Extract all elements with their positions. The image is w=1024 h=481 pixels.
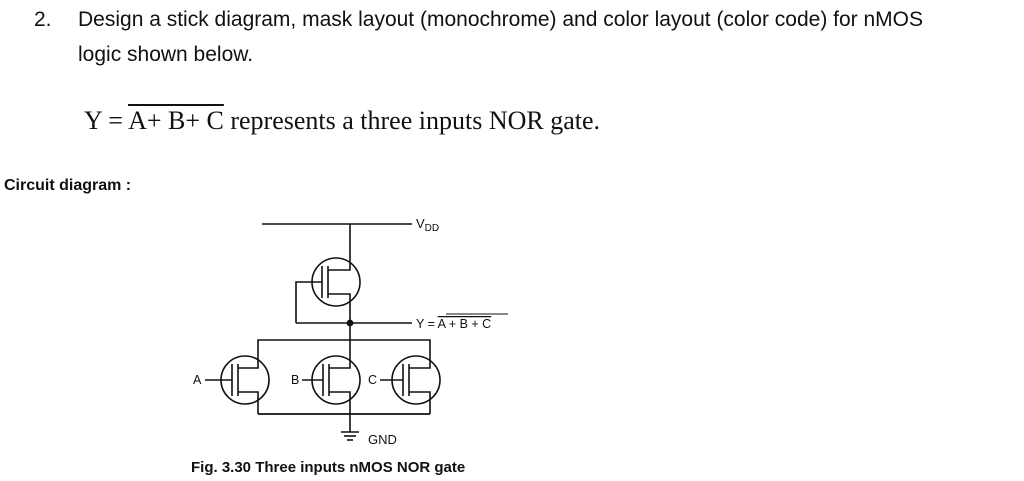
load-transistor [295, 257, 361, 323]
transistor-b [302, 340, 361, 414]
circuit-diagram-heading: Circuit diagram : [4, 177, 132, 194]
pulldown-top-bus [257, 339, 431, 358]
input-c-label: C [368, 373, 377, 387]
ground-label: GND [368, 432, 397, 447]
transistor-c [380, 355, 441, 414]
equation-overlined-expression: A+ B+ C [128, 106, 224, 135]
transistor-a [205, 355, 270, 414]
nor-equation: Y = A+ B+ C represents a three inputs NO… [84, 106, 600, 136]
input-a-label: A [193, 373, 202, 387]
input-b-label: B [291, 373, 299, 387]
question-text-line-2: logic shown below. [78, 43, 254, 66]
output-label: Y = A + B + C [416, 317, 491, 331]
question-text-line-1: Design a stick diagram, mask layout (mon… [78, 8, 924, 31]
equation-lhs: Y = [84, 106, 123, 135]
question-number: 2. [34, 8, 52, 31]
equation-description: represents a three inputs NOR gate. [230, 106, 601, 135]
ground-icon [341, 431, 359, 441]
vdd-label: VDD [416, 216, 439, 234]
figure-caption: Fig. 3.30 Three inputs nMOS NOR gate [191, 459, 466, 476]
